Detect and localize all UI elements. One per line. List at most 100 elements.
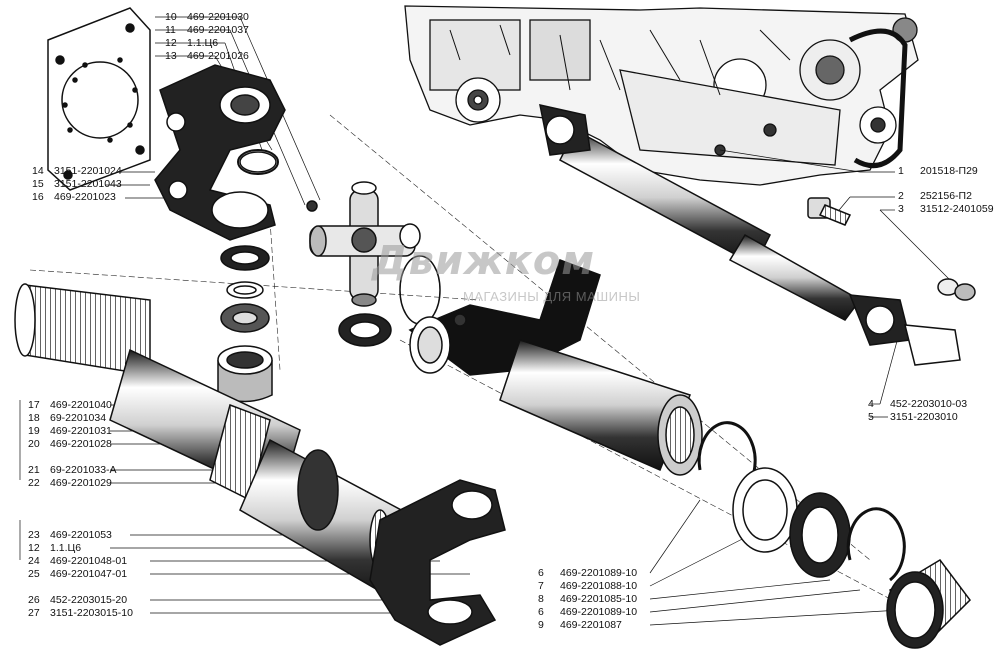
part-number: 469-2201029 [50,477,112,489]
callout-label: 1 201518-П29 [898,165,978,177]
part-number: 469-2201023 [54,191,116,203]
watermark-brand: Движком [372,238,596,284]
callout-number: 23 [28,529,40,541]
callout-number: 22 [28,477,40,489]
slip-yoke [369,479,506,646]
engine-block [404,5,919,186]
flange-yoke [154,64,286,241]
part-number: 201518-П29 [920,165,978,177]
part-number: 452-2203010-03 [890,398,968,410]
callout-number: 12 [165,37,177,49]
part-number: 469-2201089-10 [560,567,638,579]
part-number: 469-2201085-10 [560,593,638,605]
callout-label: 6 469-2201089-10 [538,606,637,618]
part-number: 469-2201040 [50,399,112,411]
callout-label: 11 469-2201037 [165,24,249,36]
part-number: 469-2201030 [187,11,249,23]
part-number: 69-2201033-А [50,464,117,476]
callout-number: 20 [28,438,40,450]
part-number: 3151-2203015-10 [50,607,133,619]
callout-label: 5 3151-2203010 [868,411,958,423]
part-number: 469-2201048-01 [50,555,128,567]
part-number: 3151-2201024 [54,165,122,177]
callout-number: 21 [28,464,40,476]
seal-ring [239,151,441,347]
part-number: 3151-2201043 [54,178,122,190]
part-number: 469-2201088-10 [560,580,638,592]
callout-number: 3 [898,203,904,215]
rings-and-cap [697,421,971,649]
callout-number: 27 [28,607,40,619]
callout-label: 15 3151-2201043 [32,178,122,190]
part-number: 1.1.Ц6 [187,37,219,49]
callout-label: 9 469-2201087 [538,619,622,631]
universal-joint-cross [306,181,421,307]
callout-number: 6 [538,567,544,579]
callout-number: 7 [538,580,544,592]
callout-number: 6 [538,606,544,618]
callout-number: 1 [898,165,904,177]
part-number: 469-2201053 [50,529,112,541]
callout-number: 16 [32,191,44,203]
part-number: 469-2201031 [50,425,112,437]
callout-label: 20 469-2201028 [28,438,112,450]
callout-label: 26 452-2203015-20 [28,594,127,606]
callout-label: 16 469-2201023 [32,191,116,203]
part-number: 469-2201037 [187,24,249,36]
callout-label: 23 469-2201053 [28,529,112,541]
gasket-plate [47,7,151,191]
part-number: 1.1.Ц6 [50,542,82,554]
callout-label: 21 69-2201033-А [28,464,117,476]
callout-number: 2 [898,190,904,202]
callout-number: 15 [32,178,44,190]
part-number: 469-2201047-01 [50,568,128,580]
part-number: 31512-2401059 [920,203,994,215]
callout-label: 25 469-2201047-01 [28,568,127,580]
callout-number: 13 [165,50,177,62]
callout-label: 4 452-2203010-03 [868,398,967,410]
part-number: 469-2201028 [50,438,112,450]
callout-number: 11 [165,24,176,36]
callout-number: 5 [868,411,874,423]
callout-number: 25 [28,568,40,580]
callout-number: 26 [28,594,40,606]
callout-label: 6 469-2201089-10 [538,567,637,579]
callout-number: 10 [165,11,177,23]
callout-label: 8 469-2201085-10 [538,593,637,605]
bolt-and-nut [807,197,976,301]
part-number: 469-2201089-10 [560,606,638,618]
yoke-tube [408,259,703,476]
callout-label: 14 3151-2201024 [32,165,122,177]
callout-label: 22 469-2201029 [28,477,112,489]
part-number: 469-2201026 [187,50,249,62]
part-number: 452-2203015-20 [50,594,128,606]
callout-label: 12 1.1.Ц6 [28,542,81,554]
callout-label: 12 1.1.Ц6 [165,37,218,49]
callout-label: 13 469-2201026 [165,50,249,62]
part-number: 252156-П2 [920,190,972,202]
callout-number: 17 [28,399,40,411]
callout-label: 2 252156-П2 [898,190,972,202]
part-number: 69-2201034 [50,412,107,424]
callout-label: 3 31512-2401059 [898,203,994,215]
callout-label: 18 69-2201034 [28,412,106,424]
callout-label: 17 469-2201040 [28,399,112,411]
callout-label: 7 469-2201088-10 [538,580,637,592]
watermark-tagline: МАГАЗИНЫ ДЛЯ МАШИНЫ [463,289,641,304]
bearing-stack [217,245,273,403]
callout-label: 27 3151-2203015-10 [28,607,133,619]
callout-label: 19 469-2201031 [28,425,112,437]
callout-number: 9 [538,619,544,631]
callout-label: 10 469-2201030 [165,11,249,23]
callout-number: 8 [538,593,544,605]
callout-number: 4 [868,398,874,410]
part-number: 469-2201087 [560,619,622,631]
callout-number: 19 [28,425,40,437]
callout-number: 24 [28,555,40,567]
part-number: 3151-2203010 [890,411,958,423]
callout-number: 18 [28,412,40,424]
callout-number: 14 [32,165,44,177]
callout-number: 12 [28,542,40,554]
callout-label: 24 469-2201048-01 [28,555,127,567]
